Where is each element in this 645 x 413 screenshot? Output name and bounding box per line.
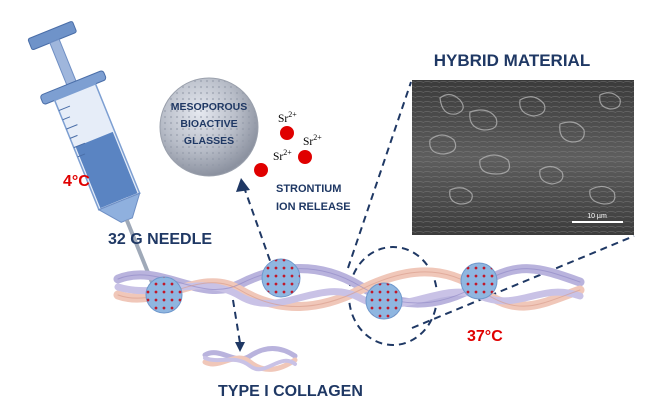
ion-dot bbox=[280, 126, 294, 140]
mbg-particles bbox=[145, 258, 498, 320]
particle bbox=[365, 282, 403, 320]
strontium-label-line1: STRONTIUM bbox=[276, 183, 341, 195]
strontium-label-line2: ION RELEASE bbox=[276, 201, 351, 213]
zoom-line-top bbox=[347, 81, 412, 269]
hybrid-material-title: HYBRID MATERIAL bbox=[434, 51, 590, 70]
temp-cold-label: 4°C bbox=[63, 173, 90, 190]
sem-micrograph: 10 µm bbox=[412, 80, 634, 235]
particle bbox=[261, 258, 301, 298]
arrow-to-collagen bbox=[232, 299, 241, 344]
collagen-strand bbox=[113, 264, 585, 311]
mbg-label-line3: GLASSES bbox=[184, 135, 234, 147]
mbg-label-line1: MESOPOROUS bbox=[171, 101, 247, 113]
particle bbox=[145, 276, 183, 314]
small-collagen-strand bbox=[202, 346, 298, 372]
ion-label: Sr2+ bbox=[273, 148, 292, 163]
zoom-line-bottom bbox=[411, 235, 635, 329]
ion-label: Sr2+ bbox=[278, 110, 297, 125]
temp-body-label: 37°C bbox=[467, 328, 503, 345]
scale-bar-label: 10 µm bbox=[587, 213, 607, 220]
arrow-head bbox=[236, 178, 250, 192]
arrow-head bbox=[235, 342, 245, 352]
particle bbox=[460, 262, 498, 300]
syringe bbox=[27, 21, 155, 286]
ion-dot bbox=[298, 150, 312, 164]
arrow-to-mbg bbox=[244, 189, 275, 273]
needle-label: 32 G NEEDLE bbox=[108, 231, 212, 248]
collagen-label: TYPE I COLLAGEN bbox=[218, 383, 363, 400]
mbg-label-line2: BIOACTIVE bbox=[180, 118, 237, 130]
mbg-sphere bbox=[159, 77, 259, 177]
ion-label: Sr2+ bbox=[303, 133, 322, 148]
ion-dot bbox=[254, 163, 268, 177]
strontium-ions bbox=[254, 126, 312, 177]
